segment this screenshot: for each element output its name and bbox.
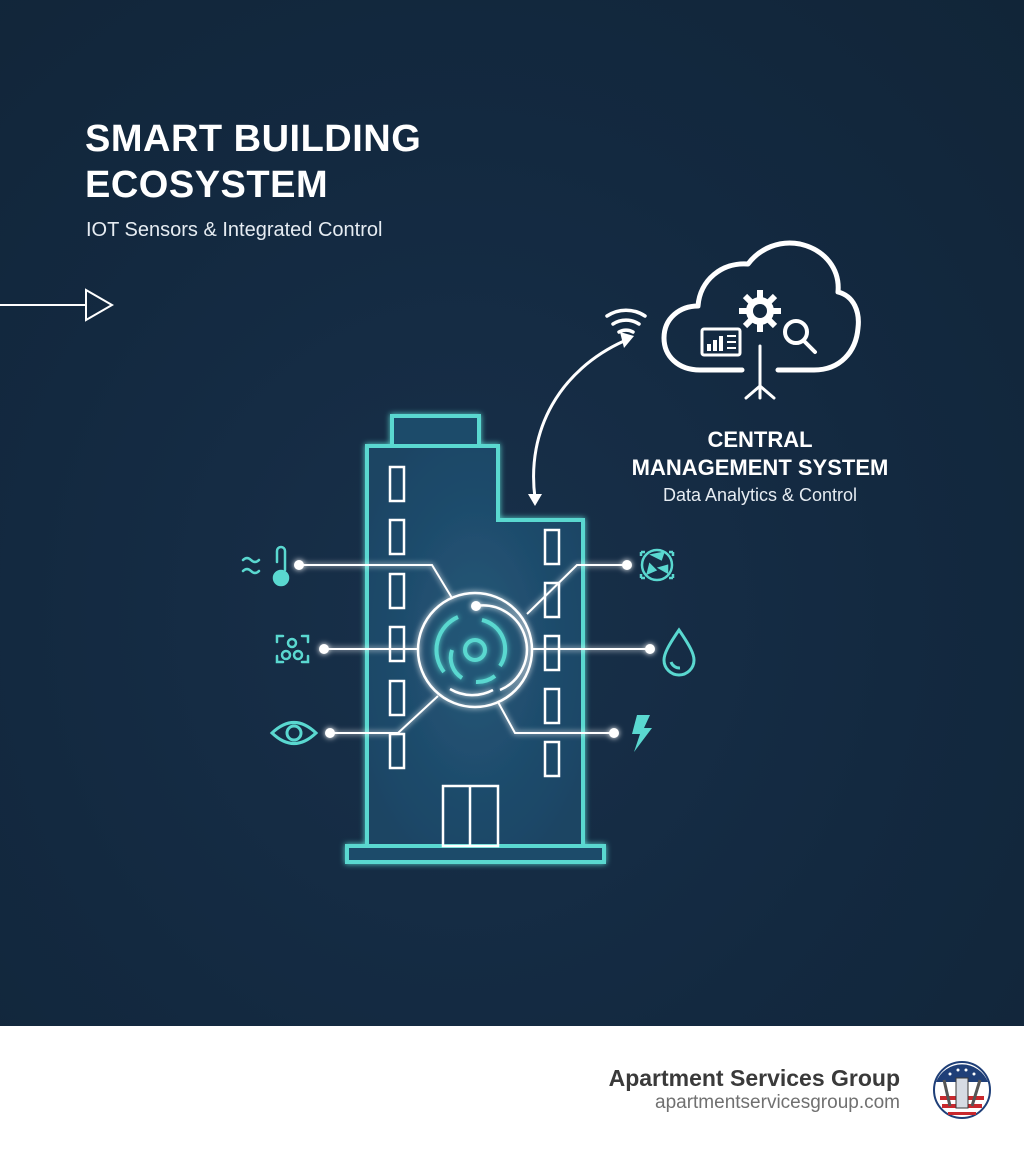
company-url[interactable]: apartmentservicesgroup.com xyxy=(655,1092,900,1113)
brand-block: Apartment Services Group apartmentservic… xyxy=(609,1065,900,1115)
bidirectional-arrow-icon xyxy=(528,332,634,506)
eye-icon xyxy=(269,721,319,745)
central-system-title: CENTRAL MANAGEMENT SYSTEM xyxy=(600,426,920,482)
page-title: SMART BUILDING ECOSYSTEM xyxy=(85,116,421,208)
central-system-subtitle: Data Analytics & Control xyxy=(662,485,858,505)
company-name: Apartment Services Group xyxy=(608,1065,900,1091)
gear-icon xyxy=(739,290,781,332)
sensor-connection-lines xyxy=(299,564,650,734)
iot-hub-icon xyxy=(416,591,534,709)
building-door xyxy=(441,784,500,848)
apartment-services-logo xyxy=(933,1061,991,1119)
lightning-icon xyxy=(632,715,652,752)
decorative-arrow-icon xyxy=(0,288,115,322)
thermometer-waves-icon xyxy=(241,545,290,587)
building-windows xyxy=(388,465,561,778)
cloud-icon xyxy=(661,240,861,373)
network-node-icon xyxy=(744,344,776,400)
title-line-2: ECOSYSTEM xyxy=(85,164,329,206)
central-title-line-2: MANAGEMENT SYSTEM xyxy=(631,455,889,480)
footer xyxy=(0,1026,1024,1154)
water-drop-icon xyxy=(662,627,696,677)
smart-building-diagram xyxy=(0,240,861,864)
fan-icon xyxy=(639,548,675,582)
page-subtitle: IOT Sensors & Integrated Control xyxy=(86,219,383,241)
central-title-line-1: CENTRAL xyxy=(707,427,813,452)
infographic-panel xyxy=(0,0,1024,1026)
title-line-1: SMART BUILDING xyxy=(85,118,422,160)
magnifier-icon xyxy=(783,319,817,354)
connection-endpoints xyxy=(294,560,655,738)
dashboard-chart-icon xyxy=(700,327,742,357)
people-scan-icon xyxy=(275,634,310,664)
wifi-icon xyxy=(605,308,647,334)
